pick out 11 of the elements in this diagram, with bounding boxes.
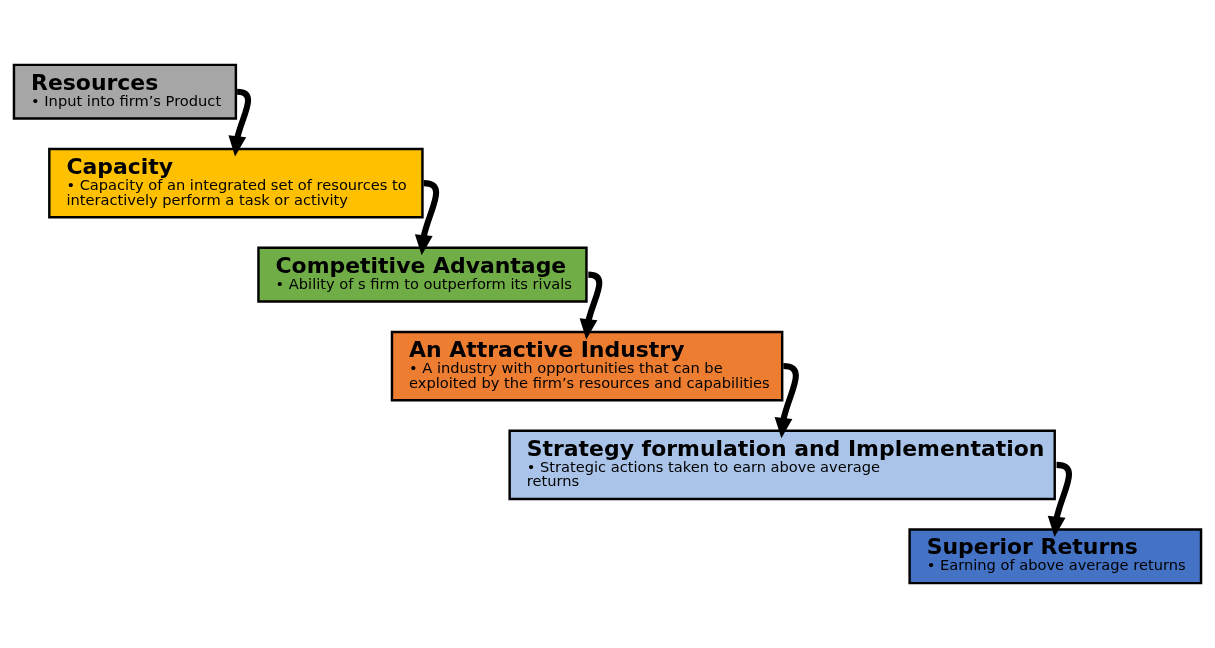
arrow <box>414 180 440 256</box>
node-box: An Attractive Industry • A industry with opportunities that can be exploited by the firm’s resources and capabilities <box>390 330 784 402</box>
arrow <box>228 88 252 157</box>
arrow <box>1047 461 1072 538</box>
node-box: Capacity • Capacity of an integrated set of resources to interactively perform a task or activity <box>48 147 424 219</box>
node-box: Competitive Advantage • Ability of s firm to outperform its rivals <box>257 246 588 303</box>
arrow <box>579 271 603 340</box>
node-box: Strategy formulation and Implementation • Strategic actions taken to earn above average returns <box>508 429 1056 501</box>
node-box: Resources • Input into firm’s Product <box>12 63 238 120</box>
node-box: Superior Returns • Earning of above average returns <box>908 528 1203 585</box>
arrow <box>774 363 799 439</box>
